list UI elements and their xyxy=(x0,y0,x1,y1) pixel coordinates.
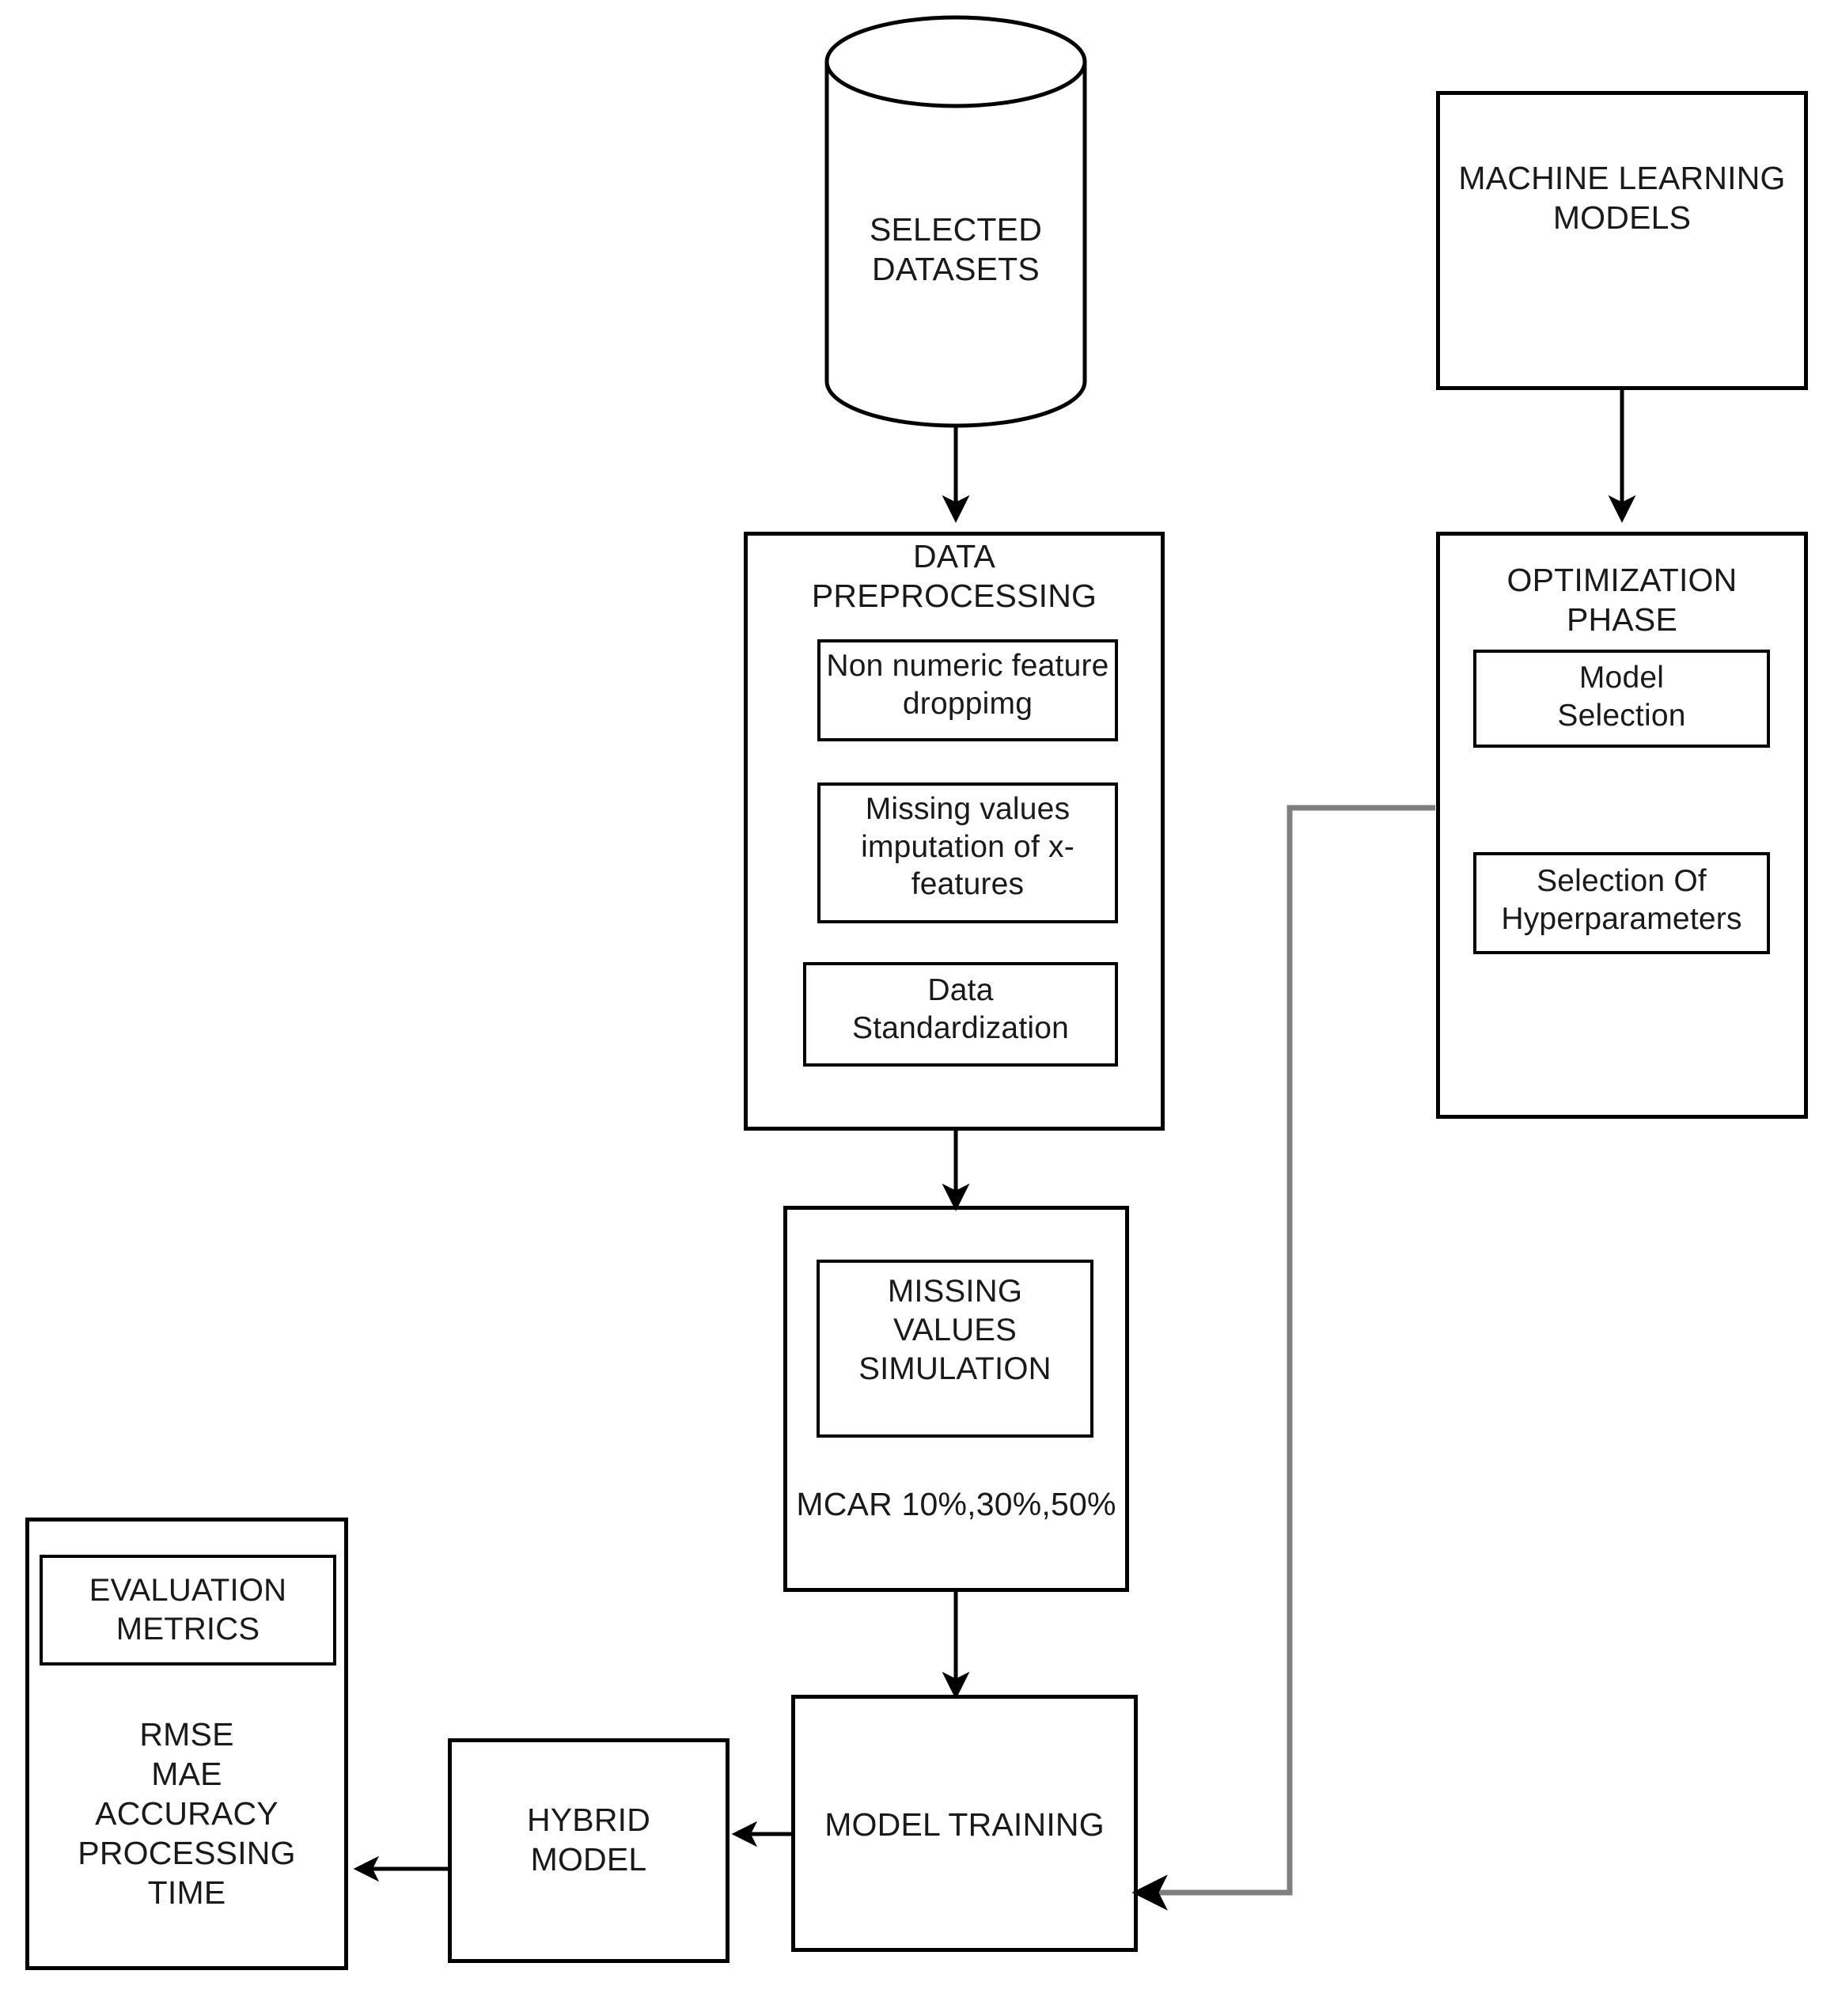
data-preprocessing-label: DATA PREPROCESSING xyxy=(811,538,1097,615)
evaluation-metrics-box[interactable] xyxy=(25,1518,348,1970)
optimization-phase-label: OPTIMIZATION PHASE xyxy=(1506,562,1738,639)
hybrid-model-box[interactable] xyxy=(448,1738,730,1963)
machine-learning-models-label: MACHINE LEARNING MODELS xyxy=(1458,160,1786,237)
preprocessing-step-standardization-box[interactable] xyxy=(803,962,1118,1067)
optimization-step-model-selection-box[interactable] xyxy=(1473,650,1770,748)
hybrid-model-label: HYBRID MODEL xyxy=(526,1802,651,1878)
optimization-phase-box[interactable] xyxy=(1436,532,1808,1119)
evaluation-metrics-list: RMSE MAE ACCURACY PROCESSING TIME xyxy=(78,1716,296,1912)
preprocessing-step-imputation-label: Missing values imputation of x- features xyxy=(861,792,1074,902)
optimization-step-model-selection-label: Model Selection xyxy=(1557,661,1686,733)
preprocessing-step-standardization-label: Data Standardization xyxy=(851,973,1070,1045)
machine-learning-models-box[interactable] xyxy=(1436,91,1808,390)
selected-datasets-cylinder xyxy=(824,15,1087,428)
missing-values-simulation-label: MISSING VALUES SIMULATION xyxy=(858,1274,1052,1386)
data-preprocessing-box[interactable] xyxy=(744,532,1165,1131)
model-training-label: MODEL TRAINING xyxy=(824,1806,1105,1843)
missing-values-simulation-inner-box[interactable] xyxy=(817,1260,1093,1438)
model-training-box[interactable] xyxy=(791,1695,1138,1952)
missing-values-simulation-box[interactable] xyxy=(783,1206,1129,1592)
evaluation-metrics-title-box[interactable] xyxy=(40,1555,336,1665)
evaluation-metrics-label: EVALUATION METRICS xyxy=(89,1573,287,1647)
optimization-step-hyperparameters-box[interactable] xyxy=(1473,852,1770,954)
preprocessing-step-imputation-box[interactable] xyxy=(817,783,1118,923)
preprocessing-step-nonnumeric-box[interactable] xyxy=(817,639,1118,741)
optimization-step-hyperparameters-label: Selection Of Hyperparameters xyxy=(1501,864,1742,936)
mcar-rates-note: MCAR 10%,30%,50% xyxy=(796,1486,1116,1522)
edge-optimization-to-training xyxy=(1131,805,1435,1911)
preprocessing-step-nonnumeric-label: Non numeric feature droppimg xyxy=(826,649,1109,721)
selected-datasets-label: SELECTED DATASETS xyxy=(869,211,1043,288)
